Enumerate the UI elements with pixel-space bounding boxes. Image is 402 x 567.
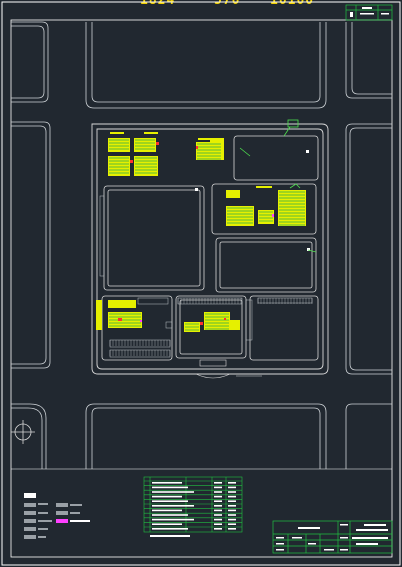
table-cell-text [228, 514, 236, 516]
building-cluster-sw [96, 300, 142, 330]
table-cell-text [214, 514, 222, 516]
compass-circle-icon [11, 420, 35, 444]
top-dimension-row: 1824 570 10100 [0, 0, 402, 8]
table-cell-text [214, 528, 222, 530]
table-cell-text [214, 518, 222, 521]
table-cell-text [228, 495, 236, 498]
inner-frame [10, 19, 393, 558]
green-markers [239, 119, 317, 253]
table-cell-text [214, 500, 222, 502]
building-cluster-nw [108, 132, 158, 176]
title-block [272, 520, 393, 554]
table-cell-text [152, 495, 182, 498]
title-block-text [276, 524, 388, 551]
parking-ticks [109, 298, 313, 356]
top-right-title-box [345, 4, 393, 21]
site-boundary [91, 123, 329, 375]
internal-blocks [101, 135, 319, 361]
table-cell-text [152, 528, 188, 530]
data-table [143, 476, 243, 533]
accent-markers [118, 142, 310, 325]
table-cell-text [228, 482, 236, 484]
table-cell-text [152, 491, 194, 493]
table-cell-text [152, 486, 188, 489]
table-cell-text [214, 509, 222, 512]
table-cell-text [228, 500, 236, 502]
table-cell-text [214, 523, 222, 525]
dimension-label: 10100 [270, 0, 315, 8]
table-cell-text [152, 509, 182, 512]
table-cell-text [152, 523, 182, 525]
table-cell-text [228, 528, 236, 530]
table-cell-text [214, 495, 222, 498]
table-cell-text [152, 505, 194, 507]
table-cell-text [214, 486, 222, 489]
table-cell-text [152, 482, 182, 484]
table-cell-text [228, 491, 236, 493]
building-stripes [109, 139, 305, 331]
table-cell-text [228, 505, 236, 507]
table-cell-text [152, 518, 194, 521]
building-cluster-n [196, 138, 224, 160]
dimension-label: 570 [214, 0, 241, 8]
dimension-label: 1824 [140, 0, 176, 8]
table-cell-text [228, 509, 236, 512]
legend-block [24, 493, 90, 539]
table-cell-text [228, 518, 236, 521]
building-cluster-east [226, 186, 306, 226]
table-cell-text [228, 486, 236, 489]
south-entrance [195, 359, 262, 379]
data-table-fill [152, 482, 236, 530]
table-cell-text [214, 505, 222, 507]
table-cell-text [214, 491, 222, 493]
table-cell-text [152, 514, 188, 516]
table-cell-text [228, 523, 236, 525]
table-cell-text [214, 482, 222, 484]
table-cell-text [152, 500, 188, 502]
city-blocks [11, 21, 392, 469]
